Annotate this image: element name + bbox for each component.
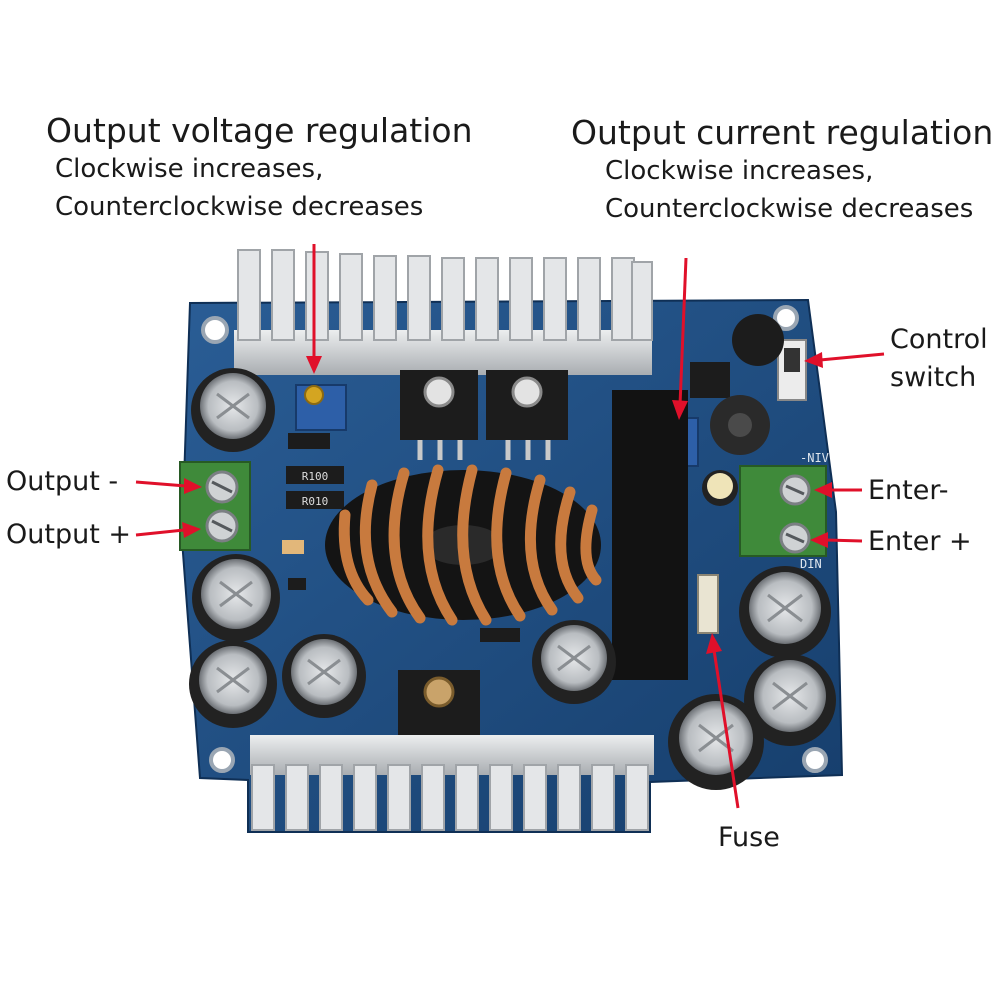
- input-board-mark: -NIV: [800, 451, 829, 465]
- capacitors: [189, 368, 836, 790]
- smd-resistors: [282, 362, 730, 642]
- bottom-heatsink: [250, 735, 654, 831]
- current-regulation-title: Output current regulation: [571, 113, 994, 152]
- voltage-potentiometer: [295, 384, 347, 431]
- output-plus-label: Output +: [6, 519, 131, 550]
- output-board-mark: DIN: [800, 557, 822, 571]
- fuse-label: Fuse: [718, 822, 780, 853]
- small-inductor: [710, 314, 784, 455]
- bottom-transistor: [398, 670, 480, 740]
- voltage-regulation-line1: Clockwise increases,: [55, 154, 324, 184]
- control-switch: [777, 339, 807, 401]
- top-heatsink: [234, 249, 653, 375]
- resistor-mark-1: R100: [302, 470, 329, 483]
- fuse-component: [697, 574, 719, 634]
- output-minus-label: Output -: [6, 466, 119, 497]
- control-switch-label-line2: switch: [890, 362, 977, 393]
- input-terminal-block: [739, 465, 827, 557]
- resistor-mark-2: R010: [302, 495, 329, 508]
- enter-plus-label: Enter +: [868, 526, 972, 557]
- current-regulation-line2: Counterclockwise decreases: [605, 194, 974, 224]
- current-regulation-line1: Clockwise increases,: [605, 156, 874, 186]
- voltage-regulation-line2: Counterclockwise decreases: [55, 192, 424, 222]
- enter-minus-label: Enter-: [868, 475, 949, 506]
- annotation-arrows: [135, 244, 885, 809]
- control-switch-label-line1: Control: [890, 324, 988, 355]
- output-terminal-block: [179, 461, 251, 551]
- voltage-regulation-title: Output voltage regulation: [46, 111, 473, 150]
- connector-strip: [612, 390, 719, 680]
- toroid-inductor: [325, 464, 602, 626]
- power-transistors: [400, 370, 568, 460]
